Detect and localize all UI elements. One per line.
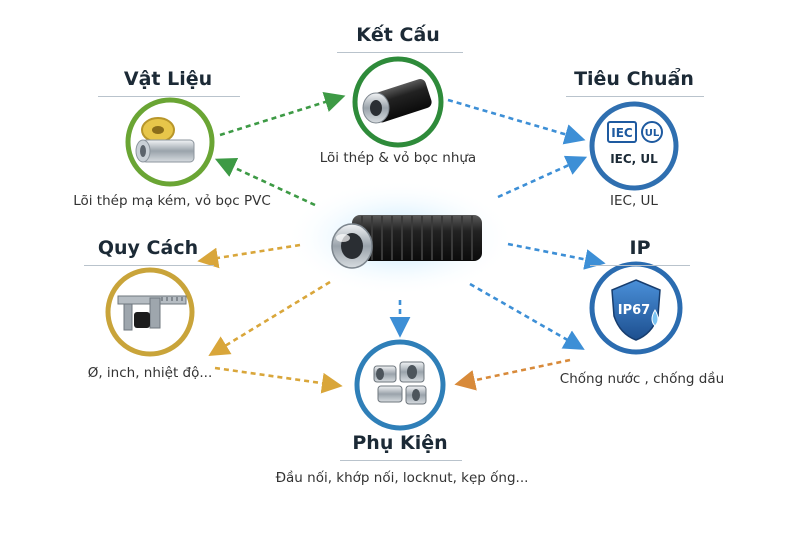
ul-logo: UL xyxy=(645,128,660,139)
conduit-cross-section-icon xyxy=(362,79,432,124)
arrow-center-ip xyxy=(507,242,606,270)
center-conduit-image xyxy=(331,215,482,269)
tieu-chuan-rule xyxy=(566,96,704,97)
fittings-connectors-icon xyxy=(373,361,427,405)
phu-kien-node xyxy=(354,339,446,431)
arrow-quycach-phukien xyxy=(214,366,343,394)
arrow-center-vatlieu xyxy=(214,158,316,207)
quy-cach-title: Quy Cách xyxy=(97,237,199,259)
ket-cau-title: Kết Cấu xyxy=(356,24,440,46)
quy-cach-rule xyxy=(84,265,214,266)
phu-kien-title: Phụ Kiện xyxy=(352,432,448,454)
iec-ul-caption: IEC, UL xyxy=(610,152,658,166)
connector-arrows xyxy=(197,91,606,394)
tieu-chuan-node: IEC UL IEC, UL xyxy=(589,101,679,191)
phu-kien-desc: Đầu nối, khớp nối, locknut, kẹp ống... xyxy=(275,470,529,486)
arrow-center-quycach xyxy=(197,243,301,269)
quy-cach-node xyxy=(105,267,195,357)
ket-cau-desc: Lõi thép & vỏ bọc nhựa xyxy=(319,150,477,166)
arrow-ketcau-tieuchuan xyxy=(447,98,586,145)
ip67-shield-icon: IP67 xyxy=(611,279,661,341)
vat-lieu-title: Vật Liệu xyxy=(123,68,213,90)
ip-desc: Chống nước , chống dầu xyxy=(559,371,725,387)
arrow-vatlieu-ketcau xyxy=(219,91,346,137)
tieu-chuan-title: Tiêu Chuẩn xyxy=(574,68,694,90)
arrow-center-tieuchuan xyxy=(497,155,588,199)
arrow-center-quycach-low xyxy=(208,280,331,357)
ip-node: IP67 xyxy=(589,261,683,355)
tieu-chuan-desc: IEC, UL xyxy=(610,193,658,209)
ip-title: IP xyxy=(629,237,651,259)
iec-logo: IEC xyxy=(611,126,633,140)
ip67-label: IP67 xyxy=(618,303,650,318)
arrow-center-ip-low xyxy=(469,282,585,350)
ip-rule xyxy=(590,265,690,266)
iec-ul-certification-icon: IEC UL IEC, UL xyxy=(607,121,663,166)
quy-cach-desc: Ø, inch, nhiệt độ... xyxy=(87,365,213,381)
ket-cau-node xyxy=(352,56,444,148)
phu-kien-rule xyxy=(340,460,462,461)
arrow-ip-phukien xyxy=(454,358,571,391)
vat-lieu-rule xyxy=(98,96,240,97)
caliper-measuring-icon xyxy=(117,295,187,331)
ket-cau-rule xyxy=(337,52,463,53)
vat-lieu-node xyxy=(125,97,215,187)
vat-lieu-desc: Lõi thép mạ kém, vỏ bọc PVC xyxy=(73,193,271,209)
wire-coil-and-steel-tube-icon xyxy=(135,117,195,163)
